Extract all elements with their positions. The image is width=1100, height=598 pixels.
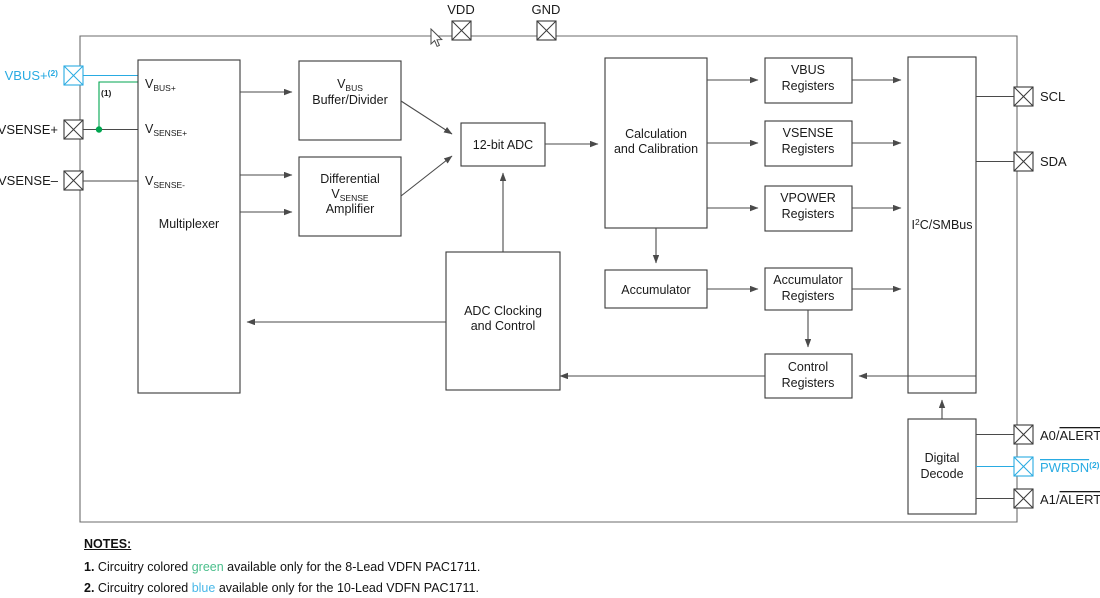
note-1-post: available only for the 8-Lead VDFN PAC17… xyxy=(223,559,481,574)
block-i2c-smbus[interactable] xyxy=(907,56,977,394)
block-multiplexer[interactable] xyxy=(137,59,241,394)
pin-vsense-minus[interactable] xyxy=(63,170,84,191)
label-pin-pwrdn: PWRDN(2) xyxy=(1040,460,1100,475)
label-digital-decode-line1: Digital xyxy=(925,451,960,465)
note-1-pre: Circuitry colored xyxy=(97,559,192,574)
label-pin-vdd: VDD xyxy=(447,2,474,17)
label-pin-scl: SCL xyxy=(1040,89,1065,104)
block-diff-amp[interactable] xyxy=(298,156,402,237)
pin-pwrdn[interactable] xyxy=(1013,456,1034,477)
label-adc-clocking-line1: ADC Clocking xyxy=(464,304,542,318)
note-item-1: 1. Circuitry colored green available onl… xyxy=(84,557,784,579)
label-vsense-registers-line1: VSENSE xyxy=(783,126,834,140)
label-pin-gnd: GND xyxy=(532,2,561,17)
label-accumulator-registers-line2: Registers xyxy=(782,289,835,303)
label-callout-note1: (1) xyxy=(101,88,112,98)
label-diffamp-line1: Differential xyxy=(320,172,380,186)
label-vbus-registers-line1: VBUS xyxy=(791,63,825,77)
block-vbus-registers[interactable] xyxy=(764,57,853,104)
label-accumulator-registers-line1: Accumulator xyxy=(773,273,842,287)
label-mux-input-vbus: VBUS+ xyxy=(145,77,176,93)
pin-a0-alert[interactable] xyxy=(1013,424,1034,445)
pin-scl[interactable] xyxy=(1013,86,1034,107)
label-vpower-registers-line2: Registers xyxy=(782,207,835,221)
label-vbus-buffer-line1: VBUS xyxy=(337,77,363,93)
block-adc-clocking[interactable] xyxy=(445,251,561,391)
note-2-pre: Circuitry colored xyxy=(97,581,192,595)
label-adc: 12-bit ADC xyxy=(473,138,533,152)
label-pin-a0-alert: A0/ALERT xyxy=(1040,428,1100,443)
block-digital-decode[interactable] xyxy=(907,418,977,515)
note-2-post: available only for the 10-Lead VDFN PAC1… xyxy=(215,581,479,595)
label-multiplexer: Multiplexer xyxy=(159,217,219,231)
label-calculation-line2: and Calibration xyxy=(614,142,698,156)
label-mux-input-vsense-plus: VSENSE+ xyxy=(145,122,187,138)
label-pin-sda: SDA xyxy=(1040,154,1067,169)
note-2-number: 2. xyxy=(84,581,95,595)
label-vsense-registers-line2: Registers xyxy=(782,142,835,156)
notes-section: NOTES: 1. Circuitry colored green availa… xyxy=(84,534,784,598)
notes-header: NOTES: xyxy=(84,537,132,551)
label-pin-vbus-plus: VBUS+(2) xyxy=(5,68,59,83)
pin-sda[interactable] xyxy=(1013,151,1034,172)
pin-gnd[interactable] xyxy=(536,20,557,41)
block-control-registers[interactable] xyxy=(764,353,853,399)
pin-a1-alert[interactable] xyxy=(1013,488,1034,509)
block-accumulator[interactable] xyxy=(604,269,708,309)
note-1-number: 1. xyxy=(84,559,95,574)
label-i2c-smbus: I2C/SMBus xyxy=(911,217,972,232)
mouse-cursor xyxy=(430,28,443,48)
label-accumulator: Accumulator xyxy=(621,283,690,297)
label-diffamp-line3: Amplifier xyxy=(326,202,375,216)
label-diffamp-line2: VSENSE xyxy=(331,187,368,203)
block-calculation[interactable] xyxy=(604,57,708,229)
junction-dot-green xyxy=(95,126,103,133)
label-control-registers-line2: Registers xyxy=(782,376,835,390)
label-vpower-registers-line1: VPOWER xyxy=(780,191,836,205)
wire-diffamp-to-adc xyxy=(400,155,453,197)
label-digital-decode-line2: Decode xyxy=(920,467,963,481)
block-vbus-buffer[interactable] xyxy=(298,60,402,141)
pin-vbus-plus[interactable] xyxy=(63,65,84,86)
wire-buffer-to-adc xyxy=(400,100,453,135)
note-2-colorword: blue xyxy=(191,581,216,595)
label-pin-vsense-plus: VSENSE+ xyxy=(0,122,58,137)
note-item-2: 2. Circuitry colored blue available only… xyxy=(84,578,784,598)
wire-green-note1 xyxy=(98,81,138,130)
label-vbus-registers-line2: Registers xyxy=(782,79,835,93)
note-1-colorword: green xyxy=(191,559,224,574)
label-pin-a1-alert: A1/ALERT xyxy=(1040,492,1100,507)
pin-vdd[interactable] xyxy=(451,20,472,41)
chip-boundary xyxy=(79,35,1018,523)
block-vpower-registers[interactable] xyxy=(764,185,853,232)
label-mux-input-vsense-minus: VSENSE- xyxy=(145,174,185,190)
pin-vsense-plus[interactable] xyxy=(63,119,84,140)
label-vbus-buffer-line2: Buffer/Divider xyxy=(312,93,388,107)
label-adc-clocking-line2: and Control xyxy=(471,319,536,333)
label-pin-vsense-minus: VSENSE– xyxy=(0,173,59,188)
label-control-registers-line1: Control xyxy=(788,360,828,374)
label-calculation-line1: Calculation xyxy=(625,127,687,141)
